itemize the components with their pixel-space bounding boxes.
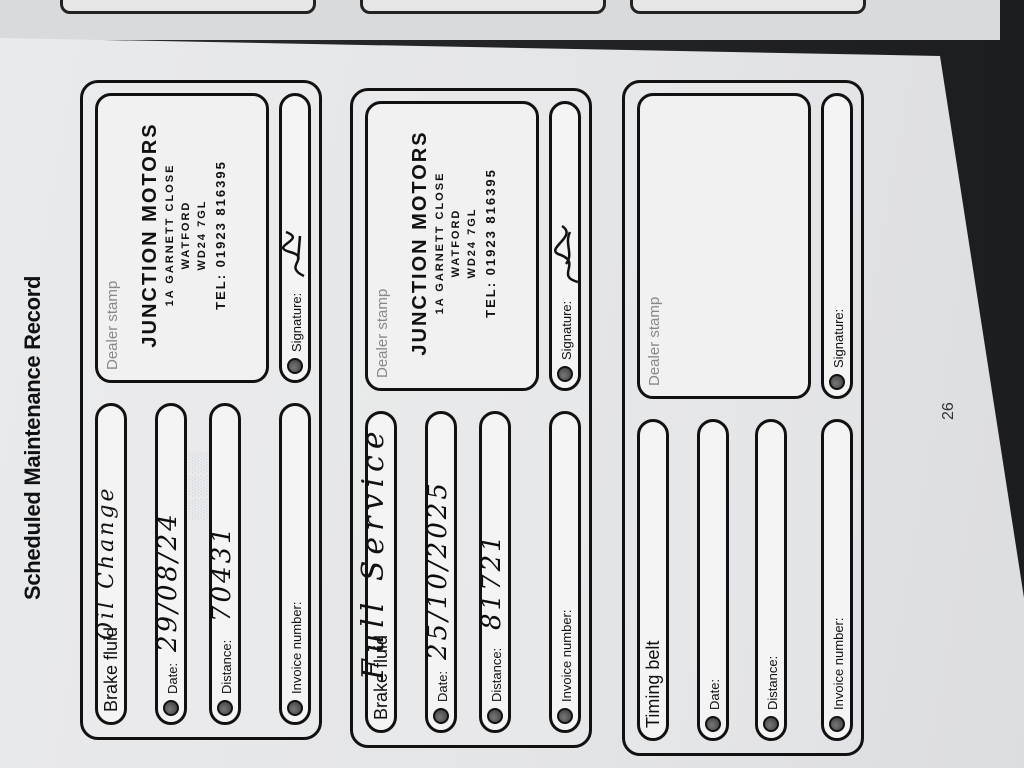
date-field[interactable]: Date: 29/08/24: [153, 403, 187, 725]
dealer-stamp-box: Dealer stamp JUNCTION MOTORS 1A GARNETT …: [95, 93, 269, 383]
date-label: Date:: [165, 662, 180, 694]
previous-page-edge: [0, 0, 1000, 40]
dealer-phone: TEL: 01923 816395: [483, 168, 498, 318]
distance-label: Distance:: [489, 647, 504, 702]
date-label: Date:: [435, 670, 450, 702]
dealer-address-1: 1A GARNETT CLOSE: [164, 163, 176, 307]
service-item-label: Timing belt: [643, 640, 663, 728]
bullet-icon: [557, 708, 573, 724]
distance-handwritten: 70431: [207, 524, 237, 622]
page-title: Scheduled Maintenance Record: [20, 275, 45, 600]
bullet-icon: [705, 716, 721, 732]
invoice-label: Invoice number:: [289, 601, 304, 695]
date-handwritten: 25/10/2025: [423, 480, 453, 660]
distance-label: Distance:: [219, 639, 234, 694]
record-card: Timing belt Date: Distance: Invoice numb…: [622, 80, 864, 756]
signature-label: Signature:: [831, 308, 846, 368]
dealer-address-3: WD24 7GL: [196, 199, 208, 271]
record-card: Brake fluid Date: 29/08/24 Distance: 704…: [80, 80, 322, 740]
date-field[interactable]: Date:: [697, 419, 729, 741]
distance-field[interactable]: Distance: 70431: [207, 403, 241, 725]
date-field[interactable]: Date: 25/10/2025: [423, 411, 457, 733]
dealer-stamp-label: Dealer stamp: [104, 280, 121, 370]
invoice-field[interactable]: Invoice number:: [549, 411, 581, 733]
bullet-icon: [287, 700, 303, 716]
dealer-address-1: 1A GARNETT CLOSE: [434, 171, 446, 315]
bullet-icon: [287, 358, 303, 374]
dealer-stamp: JUNCTION MOTORS 1A GARNETT CLOSE WATFORD…: [409, 98, 498, 388]
distance-label: Distance:: [765, 655, 780, 710]
signature-field[interactable]: Signature:: [279, 93, 311, 383]
dealer-name: JUNCTION MOTORS: [139, 122, 161, 348]
dealer-stamp-label: Dealer stamp: [646, 296, 663, 386]
handwritten-note: Oil Change: [94, 485, 119, 641]
dealer-phone: TEL: 01923 816395: [213, 160, 228, 310]
signature-label: Signature:: [559, 300, 574, 360]
dealer-address-3: WD24 7GL: [466, 207, 478, 279]
distance-handwritten: 81721: [477, 532, 507, 630]
date-handwritten: 29/08/24: [153, 511, 183, 652]
bullet-icon: [763, 716, 779, 732]
signature-scribble: [554, 224, 579, 284]
bullet-icon: [829, 716, 845, 732]
service-item-field: Timing belt: [637, 419, 669, 741]
page-number: 26: [940, 402, 957, 420]
date-label: Date:: [707, 678, 722, 710]
distance-field[interactable]: Distance: 81721: [477, 411, 511, 733]
bullet-icon: [217, 700, 233, 716]
signature-label: Signature:: [289, 292, 304, 352]
bullet-icon: [163, 700, 179, 716]
bullet-icon: [557, 366, 573, 382]
page-header: Scheduled Maintenance Record: [20, 276, 46, 600]
record-card: Brake fluid Date: 25/10/2025 Distance: 8…: [350, 88, 592, 748]
invoice-field[interactable]: Invoice number:: [821, 419, 853, 741]
dealer-stamp-box: Dealer stamp: [637, 93, 811, 399]
dealer-stamp: JUNCTION MOTORS 1A GARNETT CLOSE WATFORD…: [139, 90, 228, 380]
dealer-address-2: WATFORD: [450, 208, 462, 278]
bullet-icon: [487, 708, 503, 724]
invoice-label: Invoice number:: [831, 617, 846, 711]
bullet-icon: [433, 708, 449, 724]
signature-field[interactable]: Signature:: [549, 101, 581, 391]
distance-field[interactable]: Distance:: [755, 419, 787, 741]
signature-scribble: [281, 230, 305, 278]
dealer-stamp-label: Dealer stamp: [374, 288, 391, 378]
handwritten-note: Full Service: [356, 425, 391, 680]
invoice-field[interactable]: Invoice number:: [279, 403, 311, 725]
signature-field[interactable]: Signature:: [821, 93, 853, 399]
dealer-address-2: WATFORD: [180, 200, 192, 270]
invoice-label: Invoice number:: [559, 609, 574, 703]
bullet-icon: [829, 374, 845, 390]
dealer-name: JUNCTION MOTORS: [409, 130, 431, 356]
dealer-stamp-box: Dealer stamp JUNCTION MOTORS 1A GARNETT …: [365, 101, 539, 391]
